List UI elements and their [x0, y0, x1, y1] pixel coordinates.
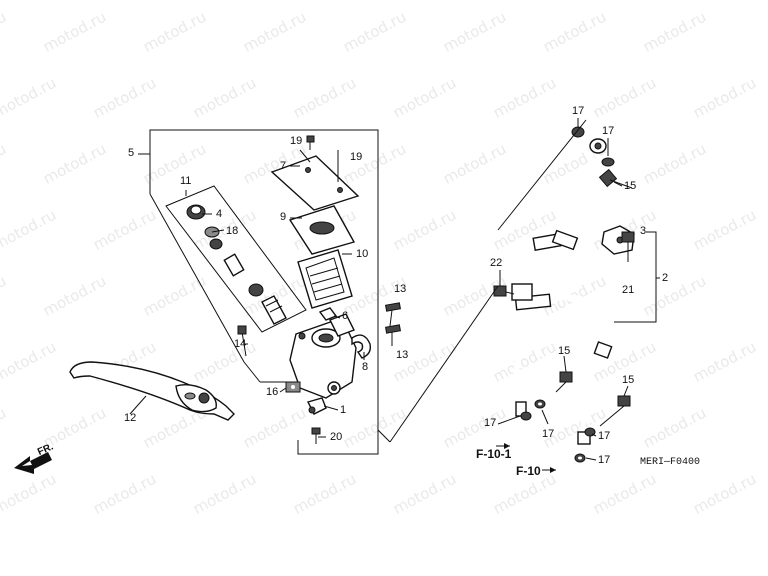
fr-arrow — [14, 452, 52, 474]
callout-5: 5 — [128, 147, 135, 159]
callout-14: 14 — [234, 338, 247, 350]
callout-20: 20 — [330, 431, 343, 443]
callout-22: 22 — [490, 257, 503, 269]
assembly-bracket-lines — [149, 129, 391, 455]
reservoir-plate — [288, 205, 356, 255]
reference-f10-1: F-10-1 — [476, 447, 512, 461]
callout-18: 18 — [226, 225, 239, 237]
callout-9: 9 — [280, 211, 287, 223]
piston-parts — [186, 204, 287, 325]
callout-16: 16 — [266, 386, 279, 398]
leader-lines — [129, 118, 629, 461]
callout-12: 12 — [124, 412, 137, 424]
diagram-code: MERI—F0400 — [640, 457, 701, 468]
master-cylinder-body — [289, 313, 357, 399]
callout-19-b: 19 — [350, 151, 363, 163]
brake-lever — [69, 361, 235, 421]
callout-17-b: 17 — [602, 125, 615, 137]
switch-and-bolt — [285, 381, 327, 444]
callout-6: 6 — [342, 310, 349, 322]
callout-13-a: 13 — [394, 283, 407, 295]
callout-21: 21 — [622, 284, 635, 296]
piston-kit-box — [165, 185, 307, 333]
callout-10: 10 — [356, 248, 369, 260]
reservoir-cap — [270, 149, 360, 211]
callout-17-f: 17 — [598, 454, 611, 466]
callout-15-c: 15 — [622, 374, 635, 386]
callout-1: 1 — [340, 404, 347, 416]
clamp-parts — [318, 307, 372, 359]
callout-17-a: 17 — [572, 105, 585, 117]
callout-13-b: 13 — [396, 349, 409, 361]
callout-2: 2 — [662, 272, 669, 284]
callout-19-a: 19 — [290, 135, 303, 147]
callout-4: 4 — [216, 208, 223, 220]
callout-17-e: 17 — [598, 430, 611, 442]
reference-f10: F-10 — [516, 464, 541, 478]
callout-3: 3 — [640, 225, 647, 237]
brake-hose — [389, 119, 660, 473]
diaphragm — [297, 249, 353, 309]
callout-7: 7 — [280, 160, 287, 172]
callout-17-c: 17 — [484, 417, 497, 429]
callout-17-d: 17 — [542, 428, 555, 440]
callout-15-b: 15 — [558, 345, 571, 357]
callout-15-a: 15 — [624, 180, 637, 192]
callout-11: 11 — [180, 175, 192, 187]
callout-8: 8 — [362, 361, 369, 373]
